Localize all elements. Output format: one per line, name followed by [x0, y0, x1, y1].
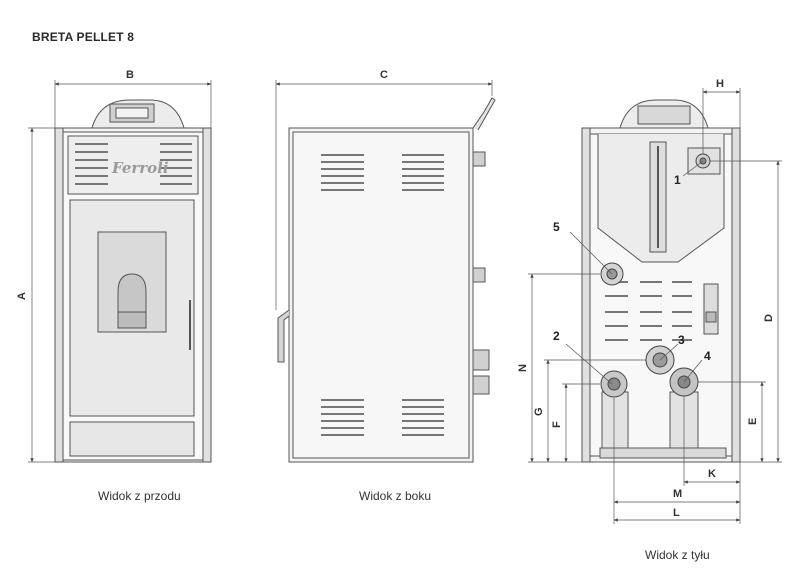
rear-dimensions [528, 88, 782, 524]
dim-C: C [380, 69, 388, 81]
dim-N: N [517, 364, 529, 372]
caption-side-view: Widok z boku [359, 489, 432, 503]
ferroli-logo: Ferroli [111, 159, 169, 177]
dim-B: B [126, 69, 134, 81]
dim-G: G [533, 407, 545, 416]
dim-L: L [673, 507, 680, 519]
dim-M: M [673, 488, 682, 500]
side-dimensions [275, 80, 493, 310]
dim-K: K [708, 468, 716, 480]
caption-rear-view: Widok z tyłu [645, 548, 710, 562]
dim-D: D [763, 314, 775, 322]
callout-5: 5 [553, 220, 560, 234]
dim-E: E [747, 418, 759, 425]
dim-H: H [716, 78, 724, 90]
callout-2: 2 [553, 329, 560, 343]
rear-view [581, 99, 741, 463]
caption-front-view: Widok z przodu [98, 489, 181, 503]
callout-3: 3 [678, 333, 685, 347]
front-view [54, 99, 212, 463]
front-dimensions [28, 80, 212, 463]
dim-A: A [16, 292, 28, 300]
side-view [277, 97, 496, 463]
callout-leaders [565, 160, 704, 385]
callout-1: 1 [674, 173, 681, 187]
callout-4: 4 [704, 349, 711, 363]
dim-F: F [551, 421, 563, 428]
drawing-title: BRETA PELLET 8 [32, 30, 135, 44]
